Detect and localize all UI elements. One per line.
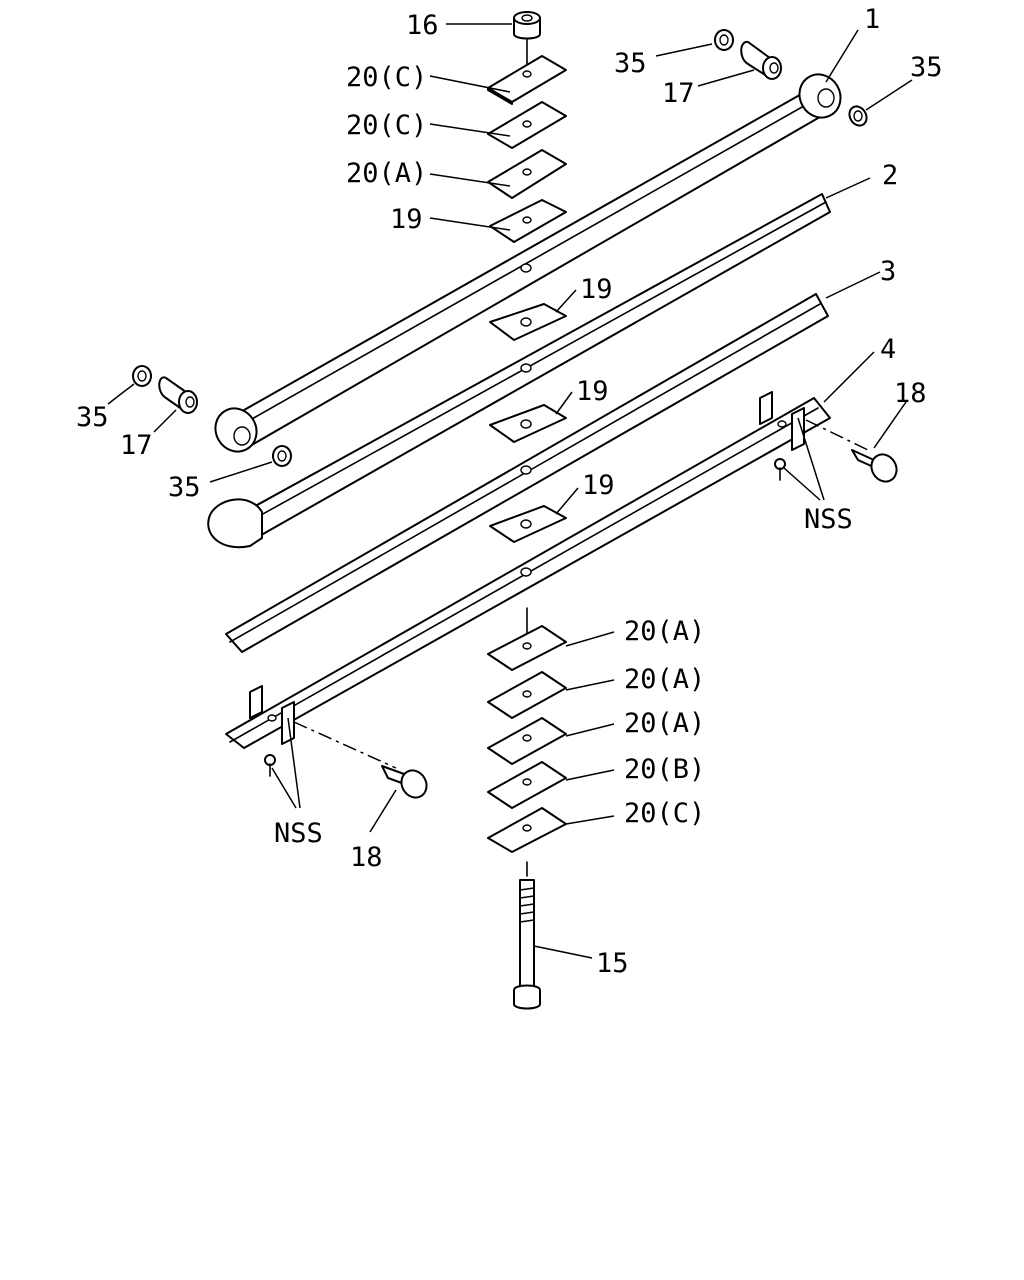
callout-16: 16 xyxy=(406,10,439,41)
leaf-4 xyxy=(225,391,831,749)
plate-20b-bottom xyxy=(487,761,567,809)
callout-4: 4 xyxy=(880,334,896,365)
callout-labels: 16 20(C) 20(C) 20(A) 19 35 17 1 35 2 19 … xyxy=(76,4,943,979)
callout-18-left: 18 xyxy=(350,842,383,873)
nss-bolt-left xyxy=(264,754,276,777)
callout-20a-top: 20(A) xyxy=(346,158,427,189)
callout-nss-left: NSS xyxy=(274,818,323,849)
washer-35-top-left xyxy=(714,29,734,51)
callout-19-c: 19 xyxy=(576,376,609,407)
callout-20a-bottom-1: 20(A) xyxy=(624,616,705,647)
bushing-17-top xyxy=(740,40,782,80)
callout-20c-bottom: 20(C) xyxy=(624,798,705,829)
leader-lines xyxy=(107,23,913,959)
callout-35-top-left: 35 xyxy=(614,48,647,79)
callout-20c-top-1: 20(C) xyxy=(346,62,427,93)
callout-15: 15 xyxy=(596,948,629,979)
callout-3: 3 xyxy=(880,256,896,287)
callout-2: 2 xyxy=(882,160,898,191)
callout-nss-right: NSS xyxy=(804,504,853,535)
leaf-2 xyxy=(207,193,831,549)
callout-19-d: 19 xyxy=(582,470,615,501)
callout-35-top-right: 35 xyxy=(910,52,943,83)
center-bolt-15 xyxy=(513,879,541,1010)
bushing-17-left xyxy=(158,376,198,414)
callout-18-right: 18 xyxy=(894,378,927,409)
washer-35-left xyxy=(132,365,152,387)
washer-35-middle xyxy=(272,445,292,467)
plate-20c-top-1 xyxy=(487,55,567,105)
callout-17-top: 17 xyxy=(662,78,695,109)
leaf-1 xyxy=(214,73,842,453)
plate-20a-bottom-3 xyxy=(487,717,567,765)
callout-19-b: 19 xyxy=(580,274,613,305)
callout-1: 1 xyxy=(864,4,880,35)
spacer-19-on-leaf-1 xyxy=(489,303,567,341)
plate-20a-bottom-2 xyxy=(487,671,567,719)
nss-bolt-right xyxy=(774,458,786,481)
callout-20a-bottom-3: 20(A) xyxy=(624,708,705,739)
bolt-18-right xyxy=(805,419,898,483)
bolt-18-left xyxy=(293,721,428,799)
spacer-19-top xyxy=(489,199,567,243)
callout-35-middle: 35 xyxy=(168,472,201,503)
callout-17-left: 17 xyxy=(120,430,153,461)
plate-20a-bottom-1 xyxy=(487,625,567,671)
spacer-19-on-leaf-2 xyxy=(489,404,567,443)
plate-20a-top xyxy=(487,149,567,199)
callout-20b: 20(B) xyxy=(624,754,705,785)
callout-20a-bottom-2: 20(A) xyxy=(624,664,705,695)
spacer-19-on-leaf-3 xyxy=(489,505,567,543)
nut-16 xyxy=(513,11,541,73)
washer-35-top-right xyxy=(848,105,868,127)
callout-20c-top-2: 20(C) xyxy=(346,110,427,141)
callout-19-top: 19 xyxy=(390,204,423,235)
plate-20c-bottom xyxy=(487,807,567,853)
callout-35-left: 35 xyxy=(76,402,109,433)
leaf-3 xyxy=(225,293,829,653)
plate-20c-top-2 xyxy=(487,101,567,149)
